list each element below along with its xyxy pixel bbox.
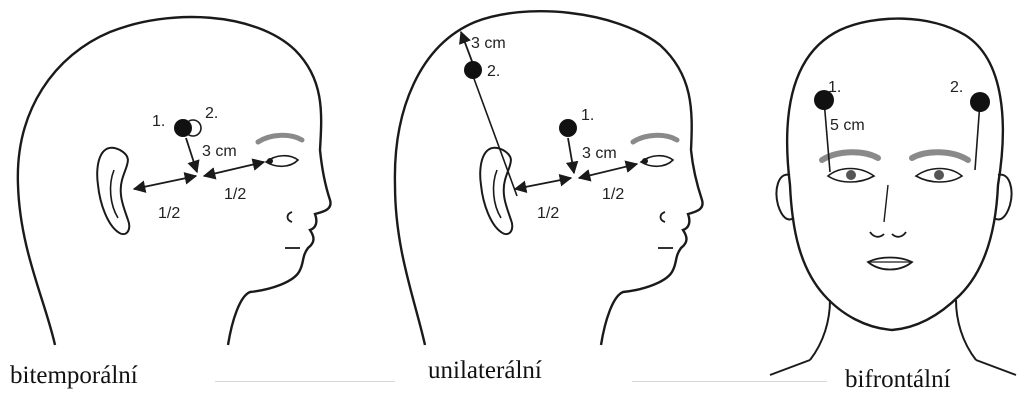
half-left-label: 1/2 bbox=[537, 205, 559, 222]
half-right-label: 1/2 bbox=[224, 186, 246, 203]
electrode-2 bbox=[464, 61, 482, 79]
panel-unilateral: 3 cm 2. 1. 3 cm 1/2 1/2 bbox=[375, 0, 720, 397]
electrode-1 bbox=[559, 119, 577, 137]
bitemporal-head-figure: 1. 2. 3 cm 1/2 1/2 bbox=[0, 0, 345, 397]
caption-unilateral: unilaterální bbox=[428, 357, 542, 385]
electrode-2-label: 2. bbox=[950, 79, 963, 96]
distance-label: 5 cm bbox=[830, 117, 865, 134]
face-outline bbox=[787, 19, 1003, 330]
distance-label: 3 cm bbox=[582, 145, 617, 162]
electrode-2-label: 2. bbox=[487, 63, 500, 80]
half-right-label: 1/2 bbox=[602, 186, 624, 203]
electrode-2 bbox=[970, 92, 990, 112]
distance-label: 3 cm bbox=[202, 143, 237, 160]
electrode-2-label: 2. bbox=[205, 105, 218, 122]
mouth bbox=[868, 258, 912, 270]
caption-bifrontal: bifrontální bbox=[845, 366, 951, 394]
caption-bitemporal: bitemporální bbox=[10, 362, 138, 390]
electrode-1-label: 1. bbox=[152, 113, 165, 130]
panel-bitemporal: 1. 2. 3 cm 1/2 1/2 bbox=[0, 0, 345, 397]
eyebrow bbox=[633, 135, 677, 142]
ear bbox=[97, 148, 129, 234]
unilateral-head-figure: 3 cm 2. 1. 3 cm 1/2 1/2 bbox=[375, 0, 720, 397]
ear bbox=[480, 148, 512, 234]
distance-top-label: 3 cm bbox=[471, 35, 506, 52]
panel-bifrontal: 1. 2. 5 cm bbox=[760, 0, 1020, 397]
caption-divider bbox=[632, 381, 827, 382]
bifrontal-face-figure: 1. 2. 5 cm bbox=[760, 0, 1020, 397]
half-left-label: 1/2 bbox=[158, 205, 180, 222]
caption-divider bbox=[215, 381, 395, 382]
electrode-1-label: 1. bbox=[581, 107, 594, 124]
right-eyebrow bbox=[912, 152, 968, 160]
electrode-1-label: 1. bbox=[828, 79, 841, 96]
eyebrow bbox=[258, 135, 302, 142]
head-outline bbox=[395, 11, 703, 345]
electrode-1 bbox=[174, 119, 192, 137]
left-eyebrow bbox=[822, 152, 878, 160]
